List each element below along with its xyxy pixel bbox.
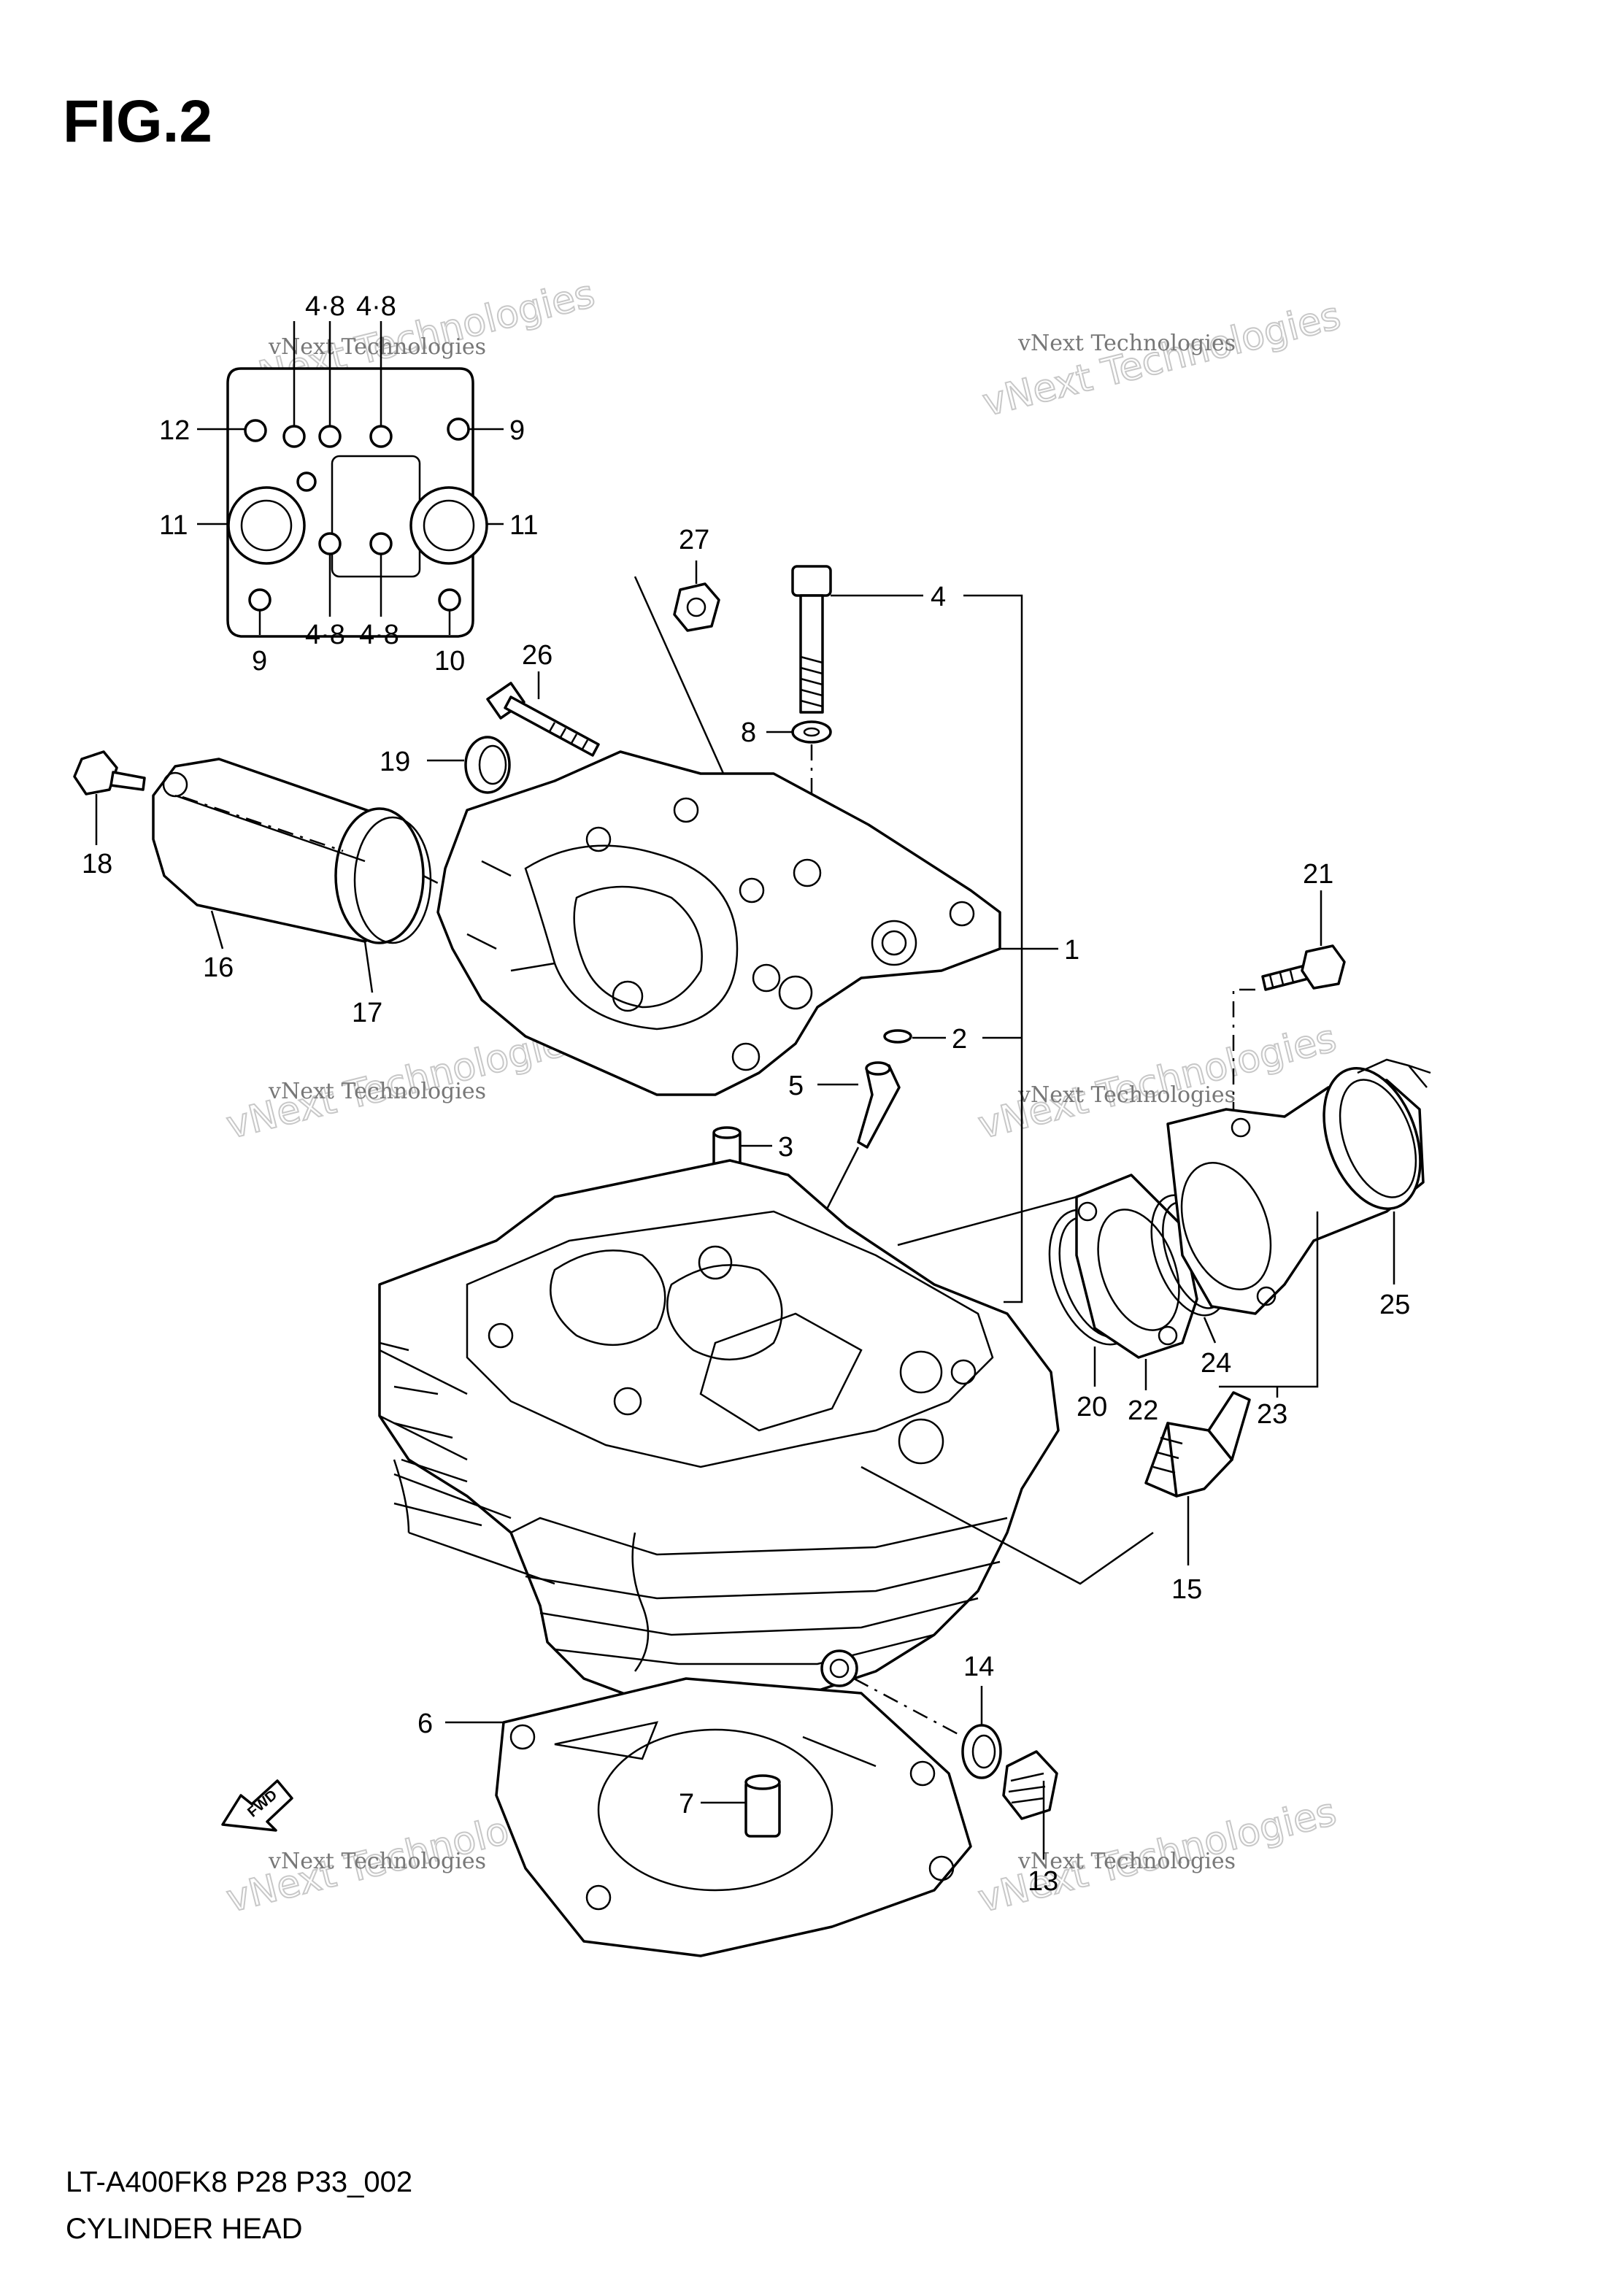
part-18-bolt: 18 (73, 750, 146, 879)
callout-10: 10 (434, 646, 465, 677)
bolt-hole-4c (318, 532, 342, 555)
part-5-valve-guide: 5 (772, 1061, 901, 1314)
callout-8: 8 (741, 717, 756, 748)
figure-title: FIG.2 (63, 88, 213, 155)
part-21-bolt: 21 (1232, 859, 1346, 1168)
cylinder-head-cover (436, 750, 1001, 1096)
callout-27: 27 (679, 525, 709, 555)
callout-4: 4 (931, 582, 946, 612)
callout-16: 16 (203, 952, 234, 983)
callout-20: 20 (1077, 1392, 1107, 1422)
callout-7: 7 (679, 1789, 694, 1819)
part-2-ring: 2 (883, 1024, 1022, 1055)
part-7-dowel-pin: 7 (679, 1774, 781, 1838)
callout-15: 15 (1171, 1574, 1202, 1605)
part-15-spark-plug: 15 (860, 1391, 1251, 1605)
callout-22: 22 (1128, 1395, 1158, 1426)
callout-19: 19 (380, 747, 410, 777)
bolt-hole-10 (438, 588, 461, 612)
callout-5: 5 (788, 1071, 804, 1101)
callout-14: 14 (963, 1652, 994, 1682)
callout-24: 24 (1201, 1348, 1231, 1379)
bolt-hole-4b (369, 425, 393, 448)
part-6-head-gasket: 6 (417, 1677, 972, 1957)
callout-4-8: 4·8 (305, 291, 345, 322)
part-4-bolt: 4 (791, 565, 946, 714)
callout-9: 9 (509, 415, 525, 446)
bolt-hole-9r (447, 417, 470, 441)
part-25-intake-pipe: 25 (1166, 1058, 1431, 1320)
callout-4-8: 4·8 (356, 291, 396, 322)
watermark-text: vNext Technologies (1017, 1082, 1236, 1108)
part-26-stud-bolt: 26 (486, 640, 600, 757)
oil-plug-port (820, 1649, 858, 1687)
part-22-insulator: 22 (897, 1174, 1198, 1426)
watermark-text: vNext Technologies (268, 334, 486, 360)
port-right-inset (409, 486, 488, 565)
callout-bracket-1: 1 (963, 594, 1079, 1303)
callout-4-8: 4·8 (359, 620, 399, 650)
cylinder-head (378, 1159, 1060, 1709)
forward-direction-arrow: FWD (221, 1779, 293, 1832)
callout-25: 25 (1379, 1290, 1410, 1320)
part-19-seal: 19 (380, 736, 511, 794)
bolt-hole-9l (248, 588, 272, 612)
callout-2: 2 (952, 1024, 967, 1055)
callout-3: 3 (778, 1132, 793, 1163)
part-14-plug-gasket: 14 (853, 1652, 1002, 1779)
callout-bracket-23: 23 (1219, 1211, 1319, 1430)
callout-26: 26 (522, 640, 552, 671)
callout-13: 13 (1028, 1866, 1058, 1897)
watermark-text: vNext Technologies (1017, 331, 1236, 356)
watermark-text: vNext Technologies (1017, 1849, 1236, 1874)
bolt-hole-12 (244, 419, 267, 442)
watermark-text: vNext Technologies (268, 1079, 486, 1104)
callout-12: 12 (159, 415, 190, 446)
bolt-hole-4a (318, 425, 342, 448)
callout-11: 11 (509, 510, 538, 541)
part-16-tappet-cap: 16 (152, 758, 425, 983)
model-code: LT-A400FK8 P28 P33_002 (66, 2166, 413, 2198)
callout-21: 21 (1303, 859, 1333, 890)
callout-23: 23 (1257, 1399, 1287, 1430)
part-17-o-ring: 17 (352, 816, 512, 1028)
bolt-hole-8a (282, 425, 306, 448)
callout-1: 1 (1064, 935, 1079, 966)
bolt-pattern-inset: 4·8 4·8 12 9 11 11 4·8 4·8 9 10 (159, 291, 538, 677)
watermark: vNext Technologies vNext Technologies (978, 293, 1346, 426)
watermark-text: vNext Technologies (979, 294, 1345, 425)
port-left-inset (227, 486, 306, 565)
callout-17: 17 (352, 998, 382, 1028)
callout-9: 9 (252, 646, 267, 677)
callout-6: 6 (417, 1708, 433, 1739)
assembly-name: CYLINDER HEAD (66, 2213, 303, 2245)
part-13-oil-drain-plug: 13 (1002, 1750, 1058, 1897)
bolt-hole-4d (369, 532, 393, 555)
watermark-text: vNext Technologies (268, 1849, 486, 1874)
callout-4-8: 4·8 (305, 620, 345, 650)
callout-11: 11 (159, 510, 188, 541)
bolt-hole-small (296, 471, 317, 492)
callout-18: 18 (82, 849, 112, 879)
